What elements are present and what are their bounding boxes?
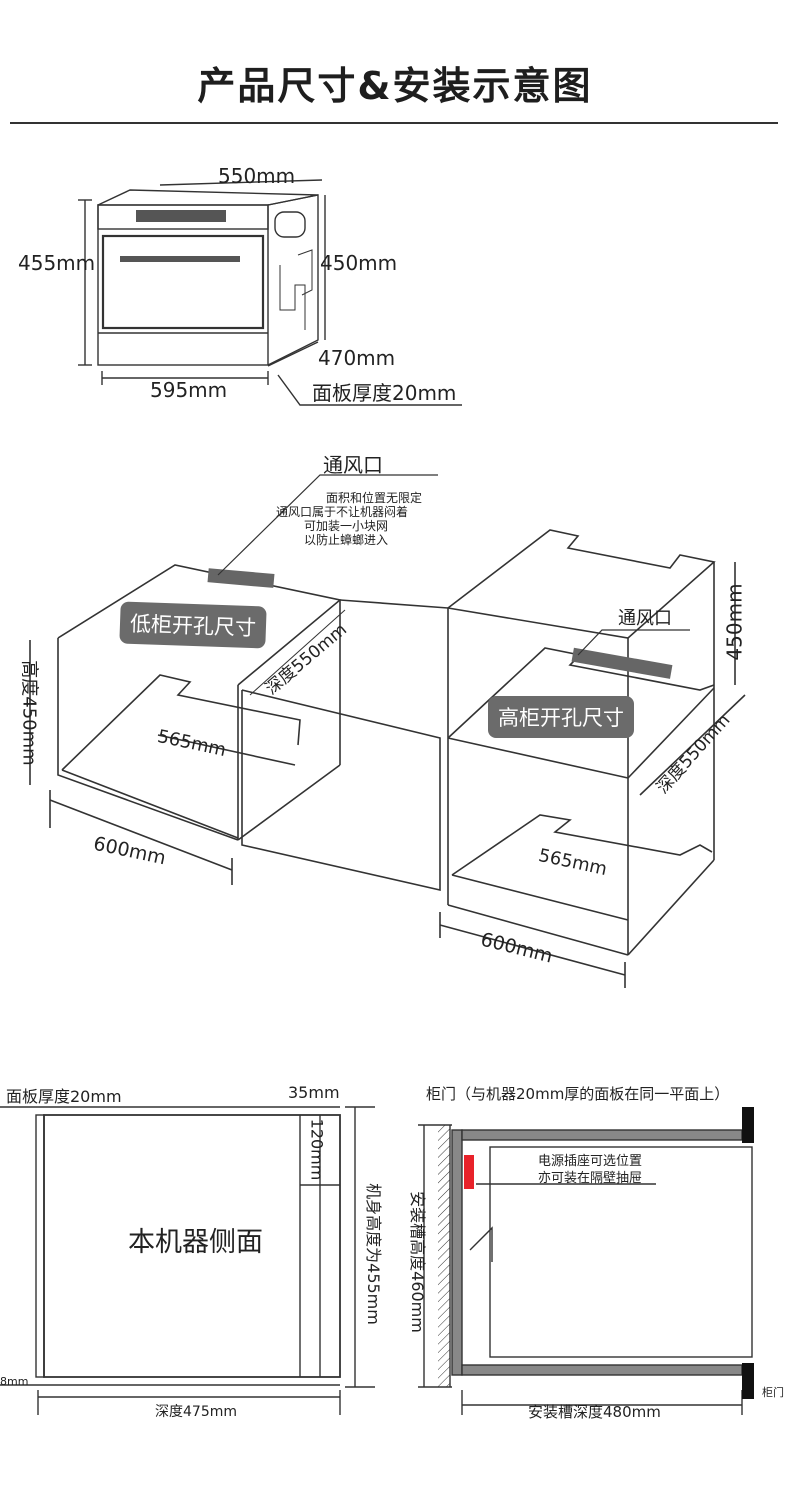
high-vent-leader (577, 629, 690, 656)
cabinet-door-bottom (742, 1363, 754, 1399)
oven-door-handle (120, 256, 240, 262)
side-depth: 深度475mm (155, 1404, 237, 1420)
side-panel-plate (35, 1114, 45, 1378)
side-gap-120: 120mm (307, 1118, 327, 1181)
vent-note-4: 以防止蟑螂进入 (304, 533, 389, 547)
vent-title: 通风口 (323, 453, 383, 477)
dim-height-455: 455mm (18, 251, 95, 275)
high-height-label: 450mm (722, 583, 747, 661)
low-cabinet-drawing (29, 564, 449, 892)
side-body-label: 本机器侧面 (128, 1227, 263, 1258)
back-panel (451, 1129, 463, 1376)
page-title: 产品尺寸&安装示意图 (197, 64, 593, 108)
oven-control-strip (97, 204, 269, 230)
slot-depth: 安装槽深度480mm (528, 1403, 661, 1421)
dim-height-450: 450mm (320, 251, 397, 275)
slot-door-note: 柜门（与机器20mm厚的面板在同一平面上） (426, 1085, 730, 1103)
high-vent-label: 通风口 (618, 608, 672, 629)
oven-product-drawing (78, 179, 462, 406)
low-cabinet-badge: 低柜开孔尺寸 (119, 601, 267, 649)
dim-width-550: 550mm (218, 164, 295, 188)
oven-door-frame (101, 234, 265, 330)
low-height-label: 高度450mm (18, 660, 40, 766)
vent-note-1: 面积和位置无限定 (326, 491, 423, 505)
oven-side-vent (274, 211, 306, 238)
title-divider (10, 122, 778, 124)
side-view-drawing (0, 1106, 375, 1415)
slot-view-drawing (418, 1124, 753, 1415)
vent-leader-line (217, 474, 438, 576)
socket-note-2: 亦可装在隔壁抽屉 (538, 1171, 643, 1186)
oven-in-slot-outline (489, 1146, 753, 1358)
vent-note-3: 可加装一小块网 (304, 519, 389, 533)
side-body-height: 机身高度为455mm (363, 1183, 383, 1325)
low-vent-slot (207, 568, 275, 588)
power-socket-marker (464, 1155, 474, 1189)
high-cabinet-badge: 高柜开孔尺寸 (488, 696, 634, 738)
side-top-gap: 35mm (288, 1083, 340, 1102)
bottom-shelf-board (461, 1364, 743, 1376)
side-bottom-gap: 8mm (0, 1375, 29, 1388)
high-vent-slot (571, 647, 673, 679)
oven-display-bar (136, 210, 226, 222)
dim-panel-thickness: 面板厚度20mm (312, 381, 456, 405)
cabinet-door-top (742, 1107, 754, 1143)
wall-hatch (438, 1125, 450, 1387)
dim-depth-470: 470mm (318, 346, 395, 370)
side-body-outline (43, 1114, 341, 1378)
side-panel-thickness: 面板厚度20mm (6, 1087, 122, 1106)
slot-height: 安装槽高度460mm (407, 1191, 427, 1333)
vent-note-2: 通风口属于不让机器闷着 (276, 505, 409, 519)
socket-note-1: 电源插座可选位置 (538, 1154, 643, 1169)
slot-cabinet-door: 柜门 (762, 1386, 784, 1399)
top-shelf-board (461, 1129, 743, 1141)
high-cabinet-drawing (439, 529, 746, 988)
dim-front-595: 595mm (150, 378, 227, 402)
